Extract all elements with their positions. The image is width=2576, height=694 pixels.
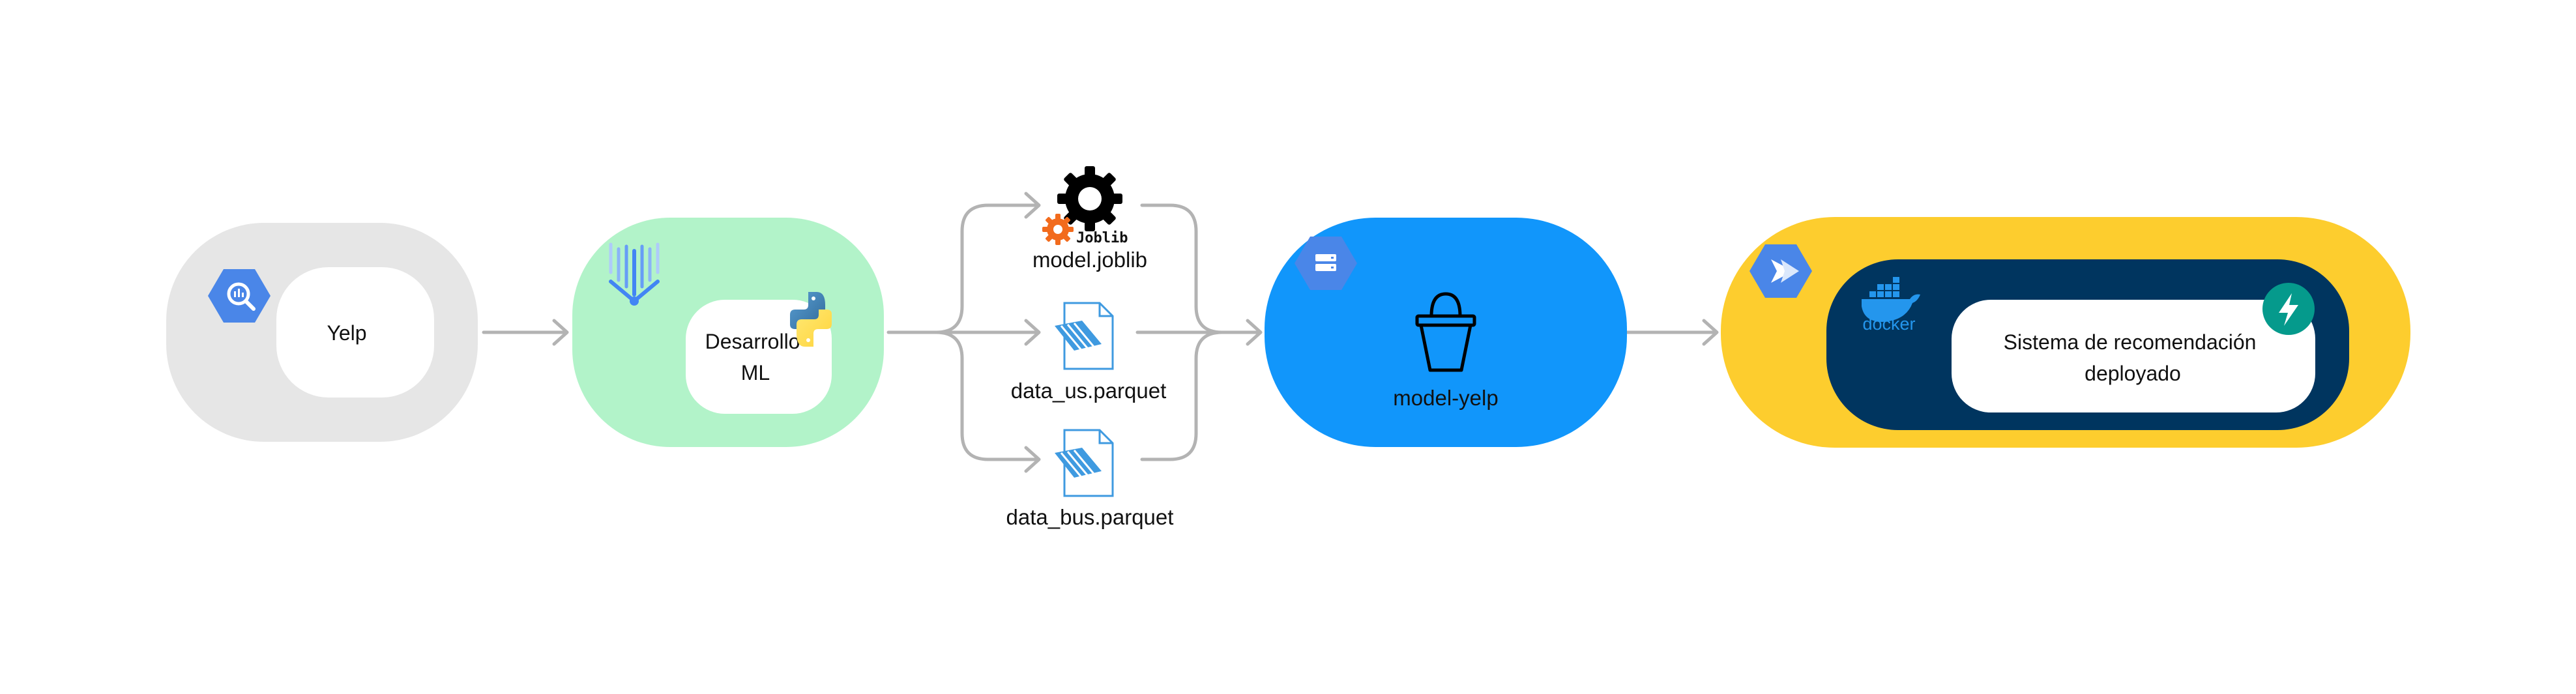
docker-icon: docker: [1862, 277, 1920, 334]
deploy-label-line1: Sistema de recomendación: [2004, 330, 2257, 354]
yelp-box: [276, 267, 434, 398]
deploy-label: Sistema de recomendación deployado: [2004, 330, 2262, 385]
joblib-icon: Joblib: [1042, 166, 1128, 246]
fastapi-icon: [2262, 283, 2315, 335]
ml-label-line2: ML: [741, 361, 770, 384]
branch-ml-to-artifacts: [886, 192, 1041, 473]
arrow-yelp-to-ml: [482, 319, 569, 346]
ml-node: Desarrollo ML: [572, 218, 884, 447]
cloud-run-icon: [1749, 244, 1812, 298]
storage-label: model-yelp: [1393, 386, 1498, 410]
arrow-storage-to-deploy: [1625, 319, 1719, 346]
deploy-label-line2: deployado: [2085, 362, 2181, 385]
deploy-node: docker Sistema de recomendación deployad…: [1721, 217, 2410, 448]
storage-container: [1265, 218, 1627, 447]
merge-artifacts-to-storage: [1135, 203, 1263, 461]
vertex-ai-icon: [609, 242, 660, 306]
model-joblib-label: model.joblib: [1032, 248, 1147, 272]
artifact-data-bus-parquet: data_bus.parquet: [1006, 429, 1174, 529]
bigquery-node: Yelp: [166, 223, 478, 442]
docker-label: docker: [1862, 314, 1915, 334]
joblib-badge: Joblib: [1076, 230, 1128, 246]
deploy-box: [1952, 300, 2315, 412]
ml-label: Desarrollo ML: [705, 330, 806, 384]
artifact-model-joblib: Joblib model.joblib: [1032, 166, 1147, 272]
python-icon: [790, 292, 832, 347]
bucket-icon: [1415, 292, 1476, 372]
cloud-storage-icon: [1295, 237, 1357, 290]
storage-node: model-yelp: [1265, 218, 1627, 447]
data-bus-parquet-label: data_bus.parquet: [1006, 505, 1174, 529]
parquet-file-icon: [1055, 302, 1114, 370]
artifact-data-us-parquet: data_us.parquet: [1011, 302, 1167, 403]
bigquery-icon: [208, 269, 271, 323]
data-us-parquet-label: data_us.parquet: [1011, 379, 1167, 403]
yelp-label: Yelp: [327, 321, 366, 345]
joblib-badge-text: Joblib: [1076, 230, 1128, 246]
connectors: [482, 192, 1719, 473]
ml-label-line1: Desarrollo: [705, 330, 800, 353]
parquet-file-icon: [1055, 429, 1114, 497]
